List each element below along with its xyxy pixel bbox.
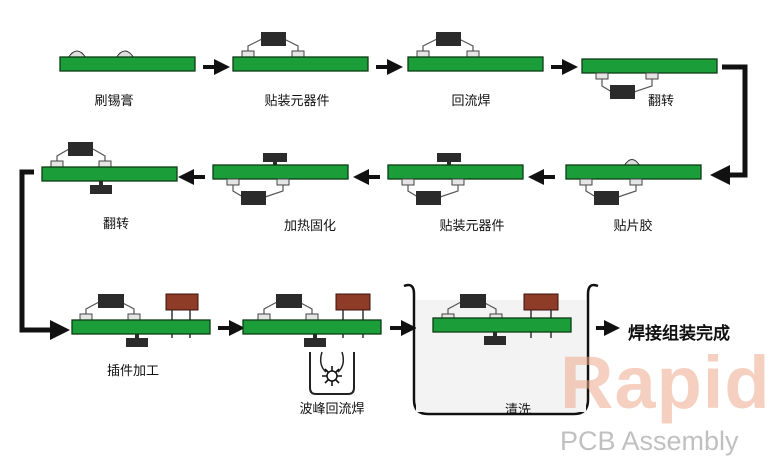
wave-solder-nozzle-icon: [309, 351, 355, 395]
label-tht-insert: 插件加工: [106, 364, 160, 379]
smd-small: [304, 338, 326, 347]
solder-pad: [241, 50, 255, 58]
pcb-board: [407, 56, 544, 72]
pcb-board: [212, 164, 349, 180]
step-mount-top-board: [232, 32, 369, 72]
step-tht-insert-board: [71, 293, 211, 347]
label-mount-top: 贴装元器件: [264, 94, 330, 109]
label-reflow: 回流焊: [451, 94, 491, 109]
flow-connector-left: [19, 169, 70, 340]
solder-pad: [645, 72, 659, 80]
solder-pad: [98, 160, 112, 168]
smd-small: [90, 185, 112, 194]
smd-chip: [416, 191, 441, 205]
flow-connector-right: [710, 64, 748, 185]
smd-chip: [261, 32, 286, 46]
solder-pad: [127, 313, 141, 321]
solder-pad: [629, 178, 643, 186]
pcb-board: [565, 164, 702, 180]
smd-chip: [436, 32, 461, 46]
label-wave: 波峰回流焊: [299, 402, 365, 417]
step-mount-bottom-board: [387, 153, 524, 205]
step-reflow-board: [407, 32, 544, 72]
solder-pad: [595, 72, 609, 80]
solder-pad: [416, 50, 430, 58]
pcb-board: [59, 56, 196, 72]
smd-chip: [68, 142, 93, 156]
pcb-board: [232, 56, 369, 72]
smd-chip: [276, 294, 302, 308]
step-solder-paste-board: [59, 50, 196, 72]
tht-component: [165, 293, 199, 311]
smd-chip: [241, 191, 266, 205]
pcb-board: [432, 317, 572, 333]
pcb-board: [41, 166, 178, 182]
watermark-brand: Rapid: [560, 341, 771, 424]
solder-pad: [451, 178, 465, 186]
solder-pad: [79, 313, 93, 321]
step-flip-1-board: [581, 58, 718, 99]
pcb-board: [71, 319, 211, 335]
solder-pad: [579, 178, 593, 186]
solder-pad: [305, 313, 319, 321]
smd-small: [484, 336, 506, 345]
smd-chip: [98, 294, 124, 308]
smd-small: [126, 338, 148, 347]
step-clean-board: [432, 293, 572, 345]
step-cure-board: [212, 153, 349, 205]
label-mount-bottom: 贴装元器件: [439, 219, 505, 234]
step-flip-2-board: [41, 142, 178, 194]
pcb-board: [387, 164, 524, 180]
smd-small: [263, 153, 287, 162]
watermark-tagline: PCB Assembly: [560, 426, 739, 456]
pcb-board: [581, 58, 718, 74]
solder-pad: [50, 160, 64, 168]
solder-pad: [257, 313, 271, 321]
label-solder-paste: 刷锡膏: [94, 94, 134, 109]
step-glue-board: [565, 159, 702, 205]
smd-chip: [594, 191, 619, 205]
label-clean: 清洗: [504, 403, 532, 418]
label-flip-1: 翻转: [647, 94, 675, 109]
smd-chip: [460, 294, 486, 308]
pcb-board: [242, 319, 382, 335]
tht-component: [523, 293, 559, 311]
solder-pad: [276, 178, 290, 186]
label-final: 焊接组装完成: [628, 324, 730, 344]
solder-pad: [401, 178, 415, 186]
label-glue: 贴片胶: [613, 219, 653, 234]
step-wave-board: [242, 293, 382, 347]
solder-pad: [466, 50, 480, 58]
solder-pad: [226, 178, 240, 186]
tht-component: [335, 293, 371, 311]
label-cure: 加热固化: [283, 219, 337, 234]
label-flip-2: 翻转: [102, 217, 130, 232]
smd-chip: [610, 85, 635, 99]
smd-small: [437, 153, 461, 162]
solder-pad: [291, 50, 305, 58]
